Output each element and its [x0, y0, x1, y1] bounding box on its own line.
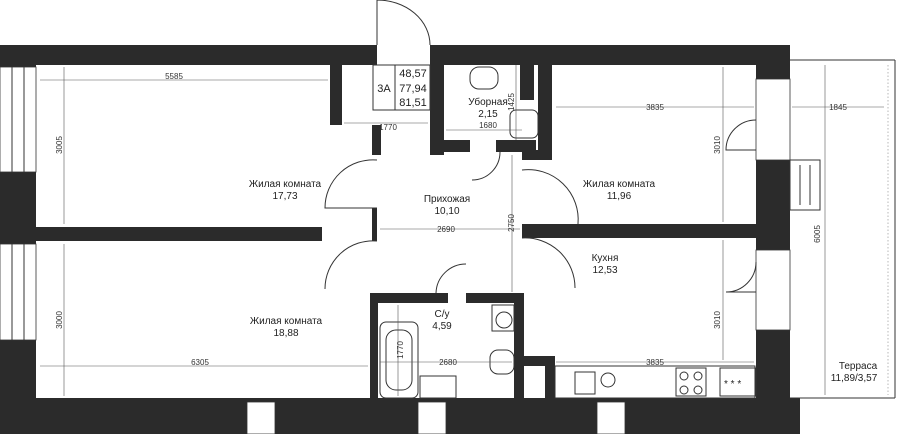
room-name-toilet: Уборная: [468, 96, 507, 108]
room-name-hallway: Прихожая: [424, 194, 470, 205]
dim-1680: 1680: [479, 121, 497, 130]
room-name-kitchen: Кухня: [592, 253, 619, 264]
door-swings: [324, 119, 757, 294]
area-living: 48,57: [399, 68, 427, 80]
room-labels: Жилая комната 17,73 Жилая комната 11,96 …: [249, 96, 878, 384]
room-name-living-3: Жилая комната: [250, 316, 323, 327]
dim-1425: 1425: [507, 93, 516, 111]
dim-3835-bottom: 3835: [646, 358, 664, 367]
dim-1770-bath: 1770: [396, 341, 405, 359]
dim-2680: 2680: [439, 358, 457, 367]
dim-5585: 5585: [165, 72, 183, 81]
dim-3005: 3005: [55, 136, 64, 154]
room-area-terrace: 11,89/3,57: [831, 373, 878, 384]
room-area-hallway: 10,10: [434, 206, 459, 217]
dim-6305: 6305: [191, 358, 209, 367]
walls: [0, 45, 800, 434]
dim-3000: 3000: [55, 311, 64, 329]
room-name-living-2: Жилая комната: [583, 179, 656, 190]
apartment-type: 3A: [377, 83, 391, 95]
fixtures: * * *: [379, 66, 757, 399]
dim-3010-top: 3010: [713, 136, 722, 154]
dimension-lines: [40, 65, 884, 396]
room-name-terrace: Терраса: [839, 361, 878, 372]
room-name-living-1: Жилая комната: [249, 179, 322, 190]
room-area-toilet: 2,15: [478, 109, 498, 120]
entrance-door: [376, 0, 431, 46]
area-with-terrace: 81,51: [399, 97, 427, 109]
room-area-kitchen: 12,53: [592, 265, 617, 276]
dim-2750: 2750: [507, 214, 516, 232]
dim-1770-top: 1770: [379, 123, 397, 132]
room-area-living-2: 11,96: [607, 191, 632, 202]
area-total: 77,94: [399, 83, 427, 95]
dim-3835-top: 3835: [646, 103, 664, 112]
dim-2690: 2690: [437, 225, 455, 234]
svg-text:* * *: * * *: [724, 379, 741, 390]
windows: [0, 66, 821, 434]
room-area-living-3: 18,88: [273, 328, 298, 339]
terrace-outline: [790, 59, 896, 399]
room-area-living-1: 17,73: [272, 191, 297, 202]
dim-6005: 6005: [813, 225, 822, 243]
dimension-labels: 5585 3005 1770 1680 1425 3835 3010 1845 …: [55, 72, 847, 367]
dim-1845: 1845: [829, 103, 847, 112]
room-area-bathroom: 4,59: [432, 321, 452, 332]
apartment-info: 3A 48,57 77,94 81,51: [372, 64, 431, 111]
room-name-bathroom: С/у: [435, 309, 450, 320]
dim-3010-bottom: 3010: [713, 311, 722, 329]
